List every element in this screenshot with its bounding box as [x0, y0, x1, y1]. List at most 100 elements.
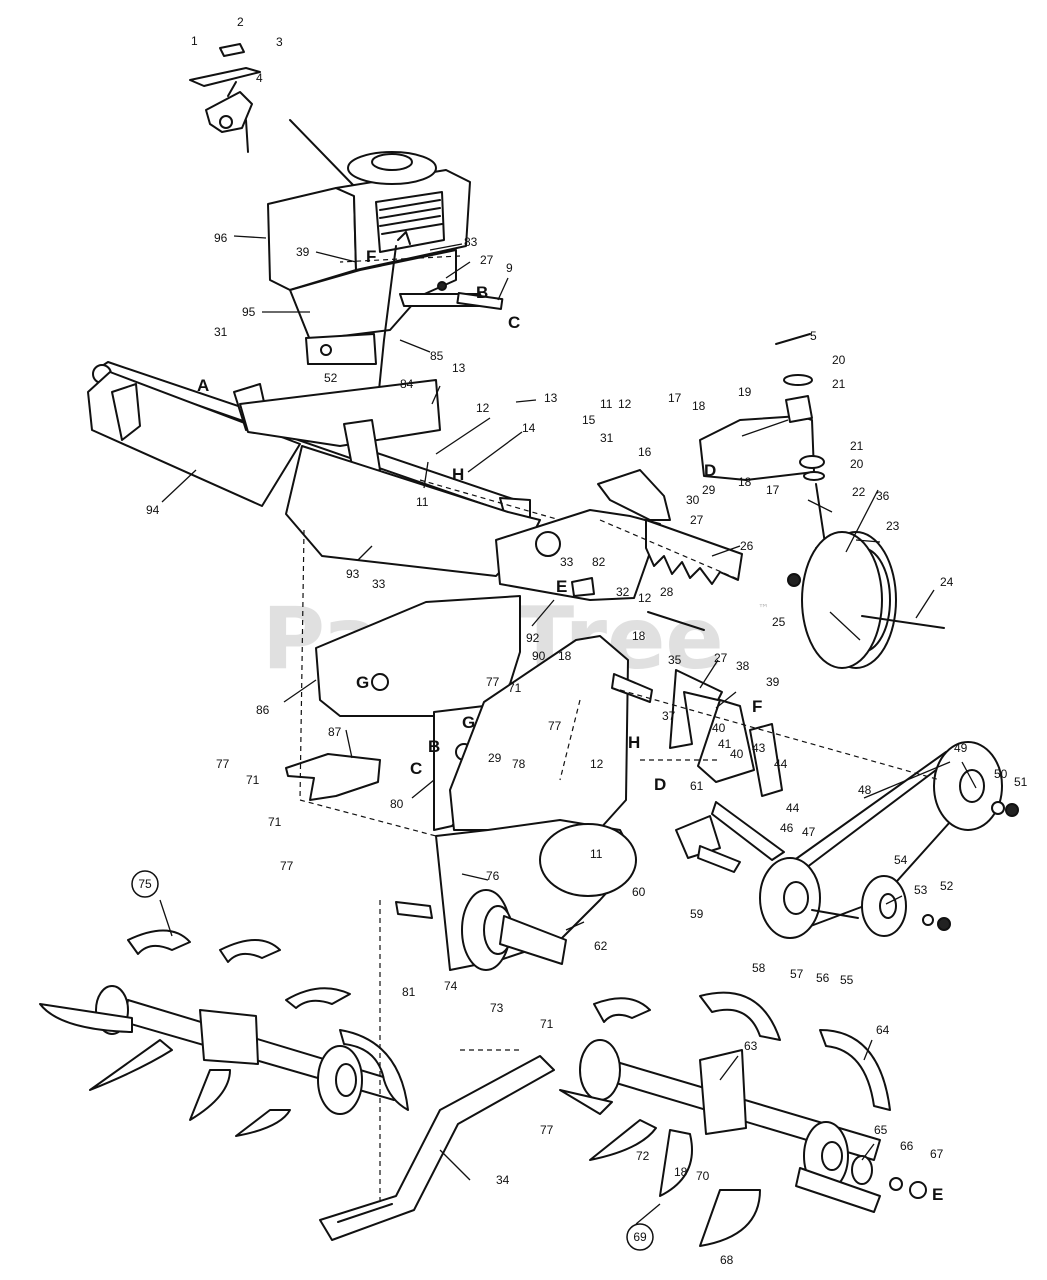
callout-13: 13: [452, 361, 466, 375]
callout-66: 66: [900, 1139, 914, 1153]
callout-70: 70: [696, 1169, 710, 1183]
callout-50: 50: [994, 767, 1008, 781]
callout-55: 55: [840, 973, 854, 987]
depth-stake-34: [319, 1055, 555, 1241]
callout-44b: 44: [786, 801, 800, 815]
callout-80: 80: [390, 797, 404, 811]
reference-letter-a: A: [197, 376, 209, 395]
callout-65: 65: [874, 1123, 888, 1137]
callout-25: 25: [772, 615, 786, 629]
callout-77: 77: [486, 675, 500, 689]
circled-callout-75: 75: [131, 870, 159, 898]
callout-20b: 20: [850, 457, 864, 471]
reference-letter-h2: H: [628, 733, 640, 752]
callout-74: 74: [444, 979, 458, 993]
callout-9: 9: [506, 261, 513, 275]
callout-94: 94: [146, 503, 160, 517]
callout-18b: 18: [738, 475, 752, 489]
callout-67: 67: [930, 1147, 944, 1161]
side-plate-92: [495, 509, 661, 601]
callout-34: 34: [496, 1173, 510, 1187]
callout-18: 18: [692, 399, 706, 413]
callout-90: 90: [532, 649, 546, 663]
callout-71: 71: [508, 681, 522, 695]
callout-16: 16: [638, 445, 652, 459]
reference-letter-c: C: [508, 313, 520, 332]
callout-29: 29: [702, 483, 716, 497]
shaft-key-9: [456, 291, 504, 311]
callout-63: 63: [744, 1039, 758, 1053]
callout-82: 82: [592, 555, 606, 569]
callout-49: 49: [954, 741, 968, 755]
callout-78: 78: [512, 757, 526, 771]
bracket-60: [675, 815, 721, 859]
plate-59: [697, 845, 741, 873]
callout-40b: 40: [730, 747, 744, 761]
callout-31: 31: [214, 325, 228, 339]
callout-18c: 18: [632, 629, 646, 643]
callout-5: 5: [810, 329, 817, 343]
engine-mount-plate: [239, 379, 441, 447]
callout-11c: 11: [590, 847, 603, 861]
callout-46: 46: [780, 821, 794, 835]
bolt-35: [647, 611, 705, 631]
stub-shaft: [395, 901, 433, 919]
callout-18e: 18: [674, 1165, 688, 1179]
depth-bar-bracket-31: [597, 469, 671, 521]
callout-83: 83: [464, 235, 478, 249]
callout-81: 81: [402, 985, 416, 999]
clutch-lever-38: [669, 669, 723, 749]
callout-32: 32: [616, 585, 630, 599]
callout-41: 41: [718, 737, 732, 751]
callout-61: 61: [690, 779, 704, 793]
callout-77d: 77: [280, 859, 294, 873]
engine: [267, 151, 485, 365]
right-tine-assembly-69: [559, 991, 927, 1247]
reference-letters: A B C F H D E G G B C F H D E: [197, 247, 943, 1204]
reference-letter-e2: E: [932, 1185, 943, 1204]
callout-57: 57: [790, 967, 804, 981]
callout-19: 19: [738, 385, 752, 399]
reference-letter-d: D: [704, 461, 716, 480]
callout-12c: 12: [638, 591, 652, 605]
callout-35: 35: [668, 653, 682, 667]
callout-labels: 1 2 3 4 96 39 83 27 9 95 85 31 52 84 13 …: [146, 15, 1028, 1267]
callout-3: 3: [276, 35, 283, 49]
callout-21: 21: [832, 377, 846, 391]
callout-27b: 27: [690, 513, 704, 527]
svg-text:69: 69: [633, 1230, 647, 1244]
spacer-e: [571, 577, 595, 597]
reference-letter-h: H: [452, 465, 464, 484]
callout-11b: 11: [600, 397, 613, 411]
callout-12: 12: [476, 401, 490, 415]
throttle-cable: [289, 119, 357, 189]
callout-28: 28: [660, 585, 674, 599]
callout-31b: 31: [600, 431, 614, 445]
alignment-lines: [299, 255, 941, 1200]
callout-21b: 21: [850, 439, 864, 453]
circled-callouts: 75 69: [131, 870, 654, 1251]
callout-62: 62: [594, 939, 608, 953]
callout-33: 33: [560, 555, 574, 569]
callout-54: 54: [894, 853, 908, 867]
callout-87: 87: [328, 725, 342, 739]
callout-47: 47: [802, 825, 816, 839]
callout-73: 73: [490, 1001, 504, 1015]
callout-52: 52: [324, 371, 338, 385]
callout-39b: 39: [766, 675, 780, 689]
spring-46: [711, 801, 785, 861]
trademark-symbol: ™: [758, 602, 769, 615]
lever-spring: [397, 231, 411, 245]
callout-12b: 12: [618, 397, 632, 411]
front-wheel-assembly: [699, 374, 945, 669]
callout-60: 60: [632, 885, 646, 899]
callout-95: 95: [242, 305, 256, 319]
shield-slot: [111, 383, 141, 441]
callout-12d: 12: [590, 757, 604, 771]
callout-86: 86: [256, 703, 270, 717]
callout-51: 51: [1014, 775, 1028, 789]
reference-letter-d2: D: [654, 775, 666, 794]
callout-59: 59: [690, 907, 704, 921]
callout-52b: 52: [940, 879, 954, 893]
